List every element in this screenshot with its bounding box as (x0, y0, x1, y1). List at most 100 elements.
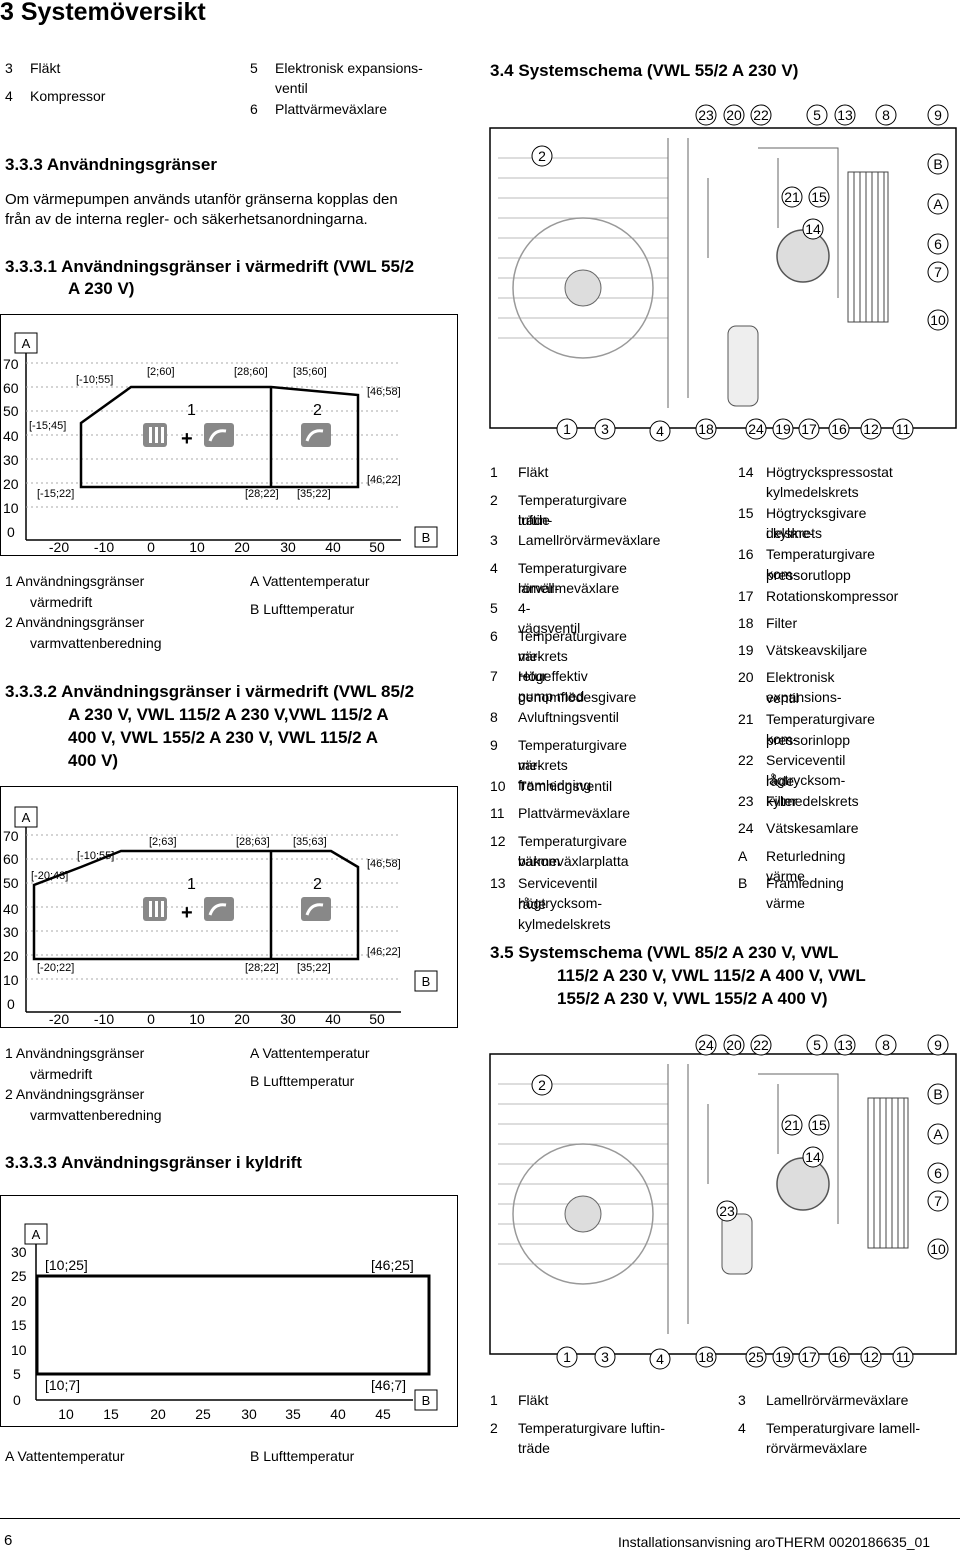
legend-item-cont: värmedrift (30, 1066, 93, 1082)
svg-text:A: A (933, 196, 943, 212)
fan-icon (512, 217, 654, 359)
svg-text:0: 0 (147, 539, 155, 555)
axis-a-label: A (14, 806, 38, 828)
svg-text:20: 20 (234, 1011, 250, 1027)
svg-text:[-20;43]: [-20;43] (31, 870, 68, 882)
svg-text:25: 25 (748, 1349, 764, 1365)
svg-text:60: 60 (3, 380, 19, 396)
svg-text:A: A (32, 1227, 41, 1242)
svg-text:11: 11 (896, 1349, 911, 1365)
legend-item-cont: varmvattenberedning (30, 1107, 162, 1123)
tap-icon (204, 897, 234, 921)
svg-text:35: 35 (285, 1406, 301, 1422)
svg-text:-20: -20 (49, 1011, 69, 1027)
svg-text:[-15;22]: [-15;22] (37, 488, 74, 500)
svg-text:7: 7 (934, 1193, 942, 1209)
svg-text:12: 12 (863, 1349, 879, 1365)
axis-a-label: A (14, 332, 38, 354)
svg-text:24: 24 (698, 1037, 714, 1053)
y-tick-labels: 70 60 50 40 30 20 10 0 (3, 356, 19, 540)
x-tick-labels: 10 15 20 25 30 35 40 45 (58, 1406, 391, 1422)
point-labels: [-10;55] [2;60] [28;60] [35;60] [46;58] … (29, 366, 401, 500)
svg-text:70: 70 (3, 356, 19, 372)
x-tick-labels: -20 -10 0 10 20 30 40 50 (49, 539, 385, 555)
svg-text:9: 9 (934, 1037, 942, 1053)
svg-text:14: 14 (805, 221, 821, 237)
svg-text:1: 1 (563, 1349, 571, 1365)
svg-text:-10: -10 (94, 539, 114, 555)
svg-text:50: 50 (369, 1011, 385, 1027)
svg-text:20: 20 (726, 1037, 742, 1053)
svg-text:[46;22]: [46;22] (367, 946, 401, 958)
svg-text:-10: -10 (94, 1011, 114, 1027)
svg-text:21: 21 (784, 189, 800, 205)
svg-text:[46;58]: [46;58] (367, 386, 401, 398)
axis-a-label: A (24, 1223, 48, 1245)
svg-text:[46;58]: [46;58] (367, 858, 401, 870)
legend-item: A Vattentemperatur (250, 573, 370, 589)
svg-text:40: 40 (325, 539, 341, 555)
compressor-icon (776, 229, 830, 283)
svg-text:30: 30 (241, 1406, 257, 1422)
point-labels: [2;63] [28;63] [35;63] [-10;55] [46;58] … (31, 836, 401, 974)
svg-text:12: 12 (863, 421, 879, 437)
legend-item-cont: varmvattenberedning (30, 635, 162, 651)
svg-text:8: 8 (882, 1037, 890, 1053)
svg-text:A: A (22, 336, 31, 351)
svg-text:0: 0 (7, 524, 15, 540)
svg-text:40: 40 (325, 1011, 341, 1027)
svg-text:10: 10 (3, 972, 19, 988)
page-title: 3 Systemöversikt (0, 0, 206, 26)
svg-text:19: 19 (775, 1349, 791, 1365)
svg-text:0: 0 (13, 1392, 21, 1408)
system-diagram-1: 23 20 22 5 13 8 9 2 B A 6 7 10 21 15 14 … (488, 98, 958, 446)
svg-text:11: 11 (896, 421, 911, 437)
svg-text:4: 4 (656, 1351, 664, 1367)
section-heading-cont: 400 V) (68, 751, 119, 770)
svg-text:10: 10 (189, 539, 205, 555)
svg-text:22: 22 (753, 1037, 769, 1053)
svg-text:[-20;22]: [-20;22] (37, 962, 74, 974)
svg-text:50: 50 (369, 539, 385, 555)
section-heading: 3.4 Systemschema (VWL 55/2 A 230 V) (490, 61, 799, 80)
footer-divider (0, 1518, 960, 1519)
svg-text:10: 10 (189, 1011, 205, 1027)
svg-text:[35;22]: [35;22] (297, 488, 331, 500)
zone-2-label: 2 (313, 876, 322, 893)
svg-text:20: 20 (11, 1293, 27, 1309)
tap-icon (301, 423, 331, 447)
system-diagram-2: 24 20 22 5 13 8 9 2 B A 6 7 10 21 15 14 … (488, 1024, 958, 1374)
zone-2-label: 2 (313, 402, 322, 419)
body-text: Om värmepumpen används utanför gränserna… (5, 191, 398, 208)
y-tick-labels: 70 60 50 40 30 20 10 0 (3, 828, 19, 1012)
radiator-icon (143, 897, 167, 921)
svg-text:[46;25]: [46;25] (371, 1257, 414, 1273)
svg-text:30: 30 (11, 1244, 27, 1260)
svg-text:2: 2 (538, 148, 546, 164)
svg-text:[28;60]: [28;60] (234, 366, 268, 378)
section-heading: 3.3.3.3 Användningsgränser i kyldrift (5, 1153, 302, 1172)
svg-text:9: 9 (934, 107, 942, 123)
zone-1-label: 1 (187, 402, 196, 419)
svg-text:45: 45 (375, 1406, 391, 1422)
svg-text:23: 23 (698, 107, 714, 123)
svg-text:40: 40 (3, 428, 19, 444)
svg-text:-20: -20 (49, 539, 69, 555)
svg-text:15: 15 (811, 189, 827, 205)
svg-text:15: 15 (811, 1117, 827, 1133)
svg-text:[46;7]: [46;7] (371, 1377, 406, 1393)
svg-text:30: 30 (3, 924, 19, 940)
svg-text:3: 3 (601, 421, 609, 437)
svg-text:[-10;55]: [-10;55] (76, 374, 113, 386)
svg-text:[28;22]: [28;22] (245, 488, 279, 500)
svg-text:8: 8 (882, 107, 890, 123)
svg-text:5: 5 (13, 1366, 21, 1382)
svg-text:40: 40 (330, 1406, 346, 1422)
legend-item: B Lufttemperatur (250, 1073, 355, 1089)
chart-heating-limits-1: A B 70 60 50 40 30 20 10 0 -20 -10 0 (0, 314, 458, 556)
radiator-icon (143, 423, 167, 447)
section-heading: 3.3.3.2 Användningsgränser i värmedrift … (5, 682, 415, 701)
svg-text:13: 13 (837, 107, 853, 123)
